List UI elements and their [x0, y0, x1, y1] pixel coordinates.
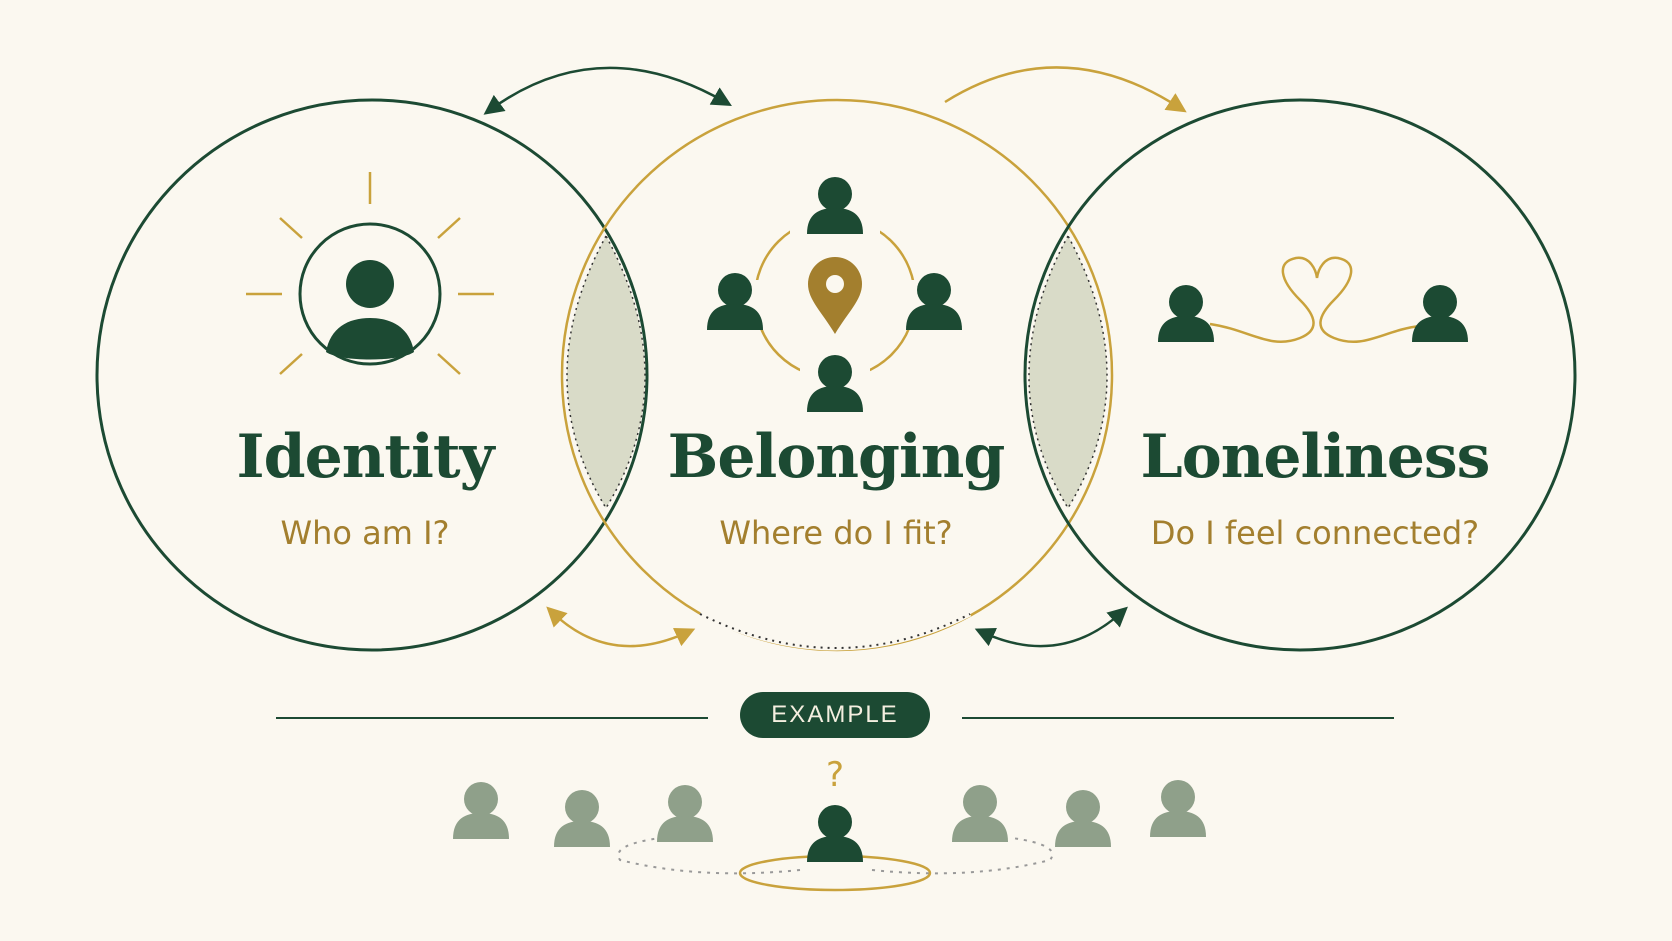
- overlap-belonging-loneliness: [1028, 234, 1108, 510]
- arrow-identity-belonging: [483, 66, 732, 115]
- example-crowd: ?: [453, 755, 1206, 892]
- loneliness-title: Loneliness: [1140, 422, 1491, 492]
- central-person-icon: [807, 805, 863, 862]
- example-badge: EXAMPLE: [740, 692, 930, 738]
- circle-identity: [95, 98, 649, 652]
- circle-loneliness: [1023, 98, 1577, 652]
- identity-title: Identity: [236, 422, 495, 492]
- arrow-bottom-right: [974, 606, 1128, 648]
- question-mark: ?: [826, 755, 844, 795]
- identity-subtitle: Who am I?: [280, 514, 450, 552]
- arrow-bottom-left: [546, 606, 696, 648]
- belonging-title: Belonging: [667, 422, 1006, 492]
- heart-thread-icon: [1158, 256, 1468, 343]
- arrow-belonging-loneliness: [944, 66, 1187, 113]
- belonging-subtitle: Where do I fit?: [719, 514, 953, 552]
- person-sun-icon: [246, 172, 494, 375]
- overlap-identity-belonging: [566, 234, 646, 510]
- group-location-icon: [707, 177, 962, 412]
- loneliness-subtitle: Do I feel connected?: [1150, 514, 1480, 552]
